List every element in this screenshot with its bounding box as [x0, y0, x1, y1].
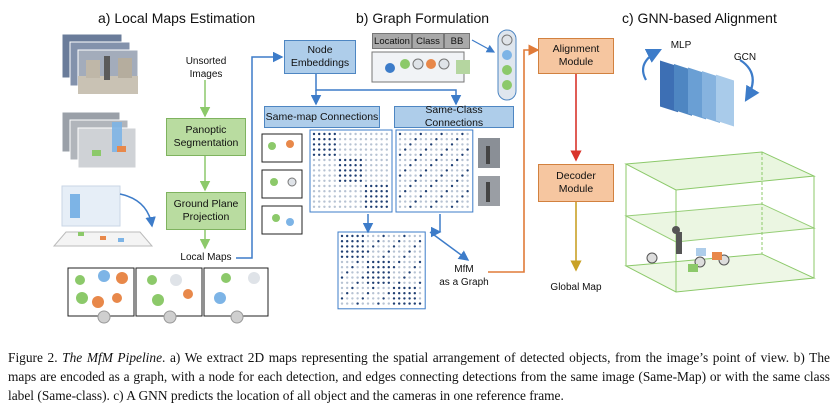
section-title-a: a) Local Maps Estimation — [98, 10, 256, 26]
global-map-3d — [624, 151, 816, 293]
caption-title: The MfM Pipeline — [62, 350, 163, 365]
tag-bb: BB — [444, 33, 470, 49]
tag-location: Location — [372, 33, 412, 49]
mfm-graph-matrix — [337, 231, 426, 310]
same-map-mini-maps — [261, 133, 303, 235]
same-class-matrix — [395, 129, 474, 213]
decoder-module-box: Decoder Module — [538, 164, 614, 202]
same-class-photos — [478, 138, 500, 206]
figure-graphics — [52, 29, 816, 324]
local-maps-label: Local Maps — [180, 252, 232, 263]
gnn-layer-stack — [642, 49, 760, 127]
figure-caption: Figure 2. The MfM Pipeline. a) We extrac… — [8, 348, 830, 405]
caption-figure-label: Figure 2. — [8, 350, 58, 365]
section-title-c: c) GNN-based Alignment — [622, 10, 777, 26]
mlp-label: MLP — [670, 40, 692, 51]
same-map-matrix — [309, 129, 393, 213]
caption-text: . a) We extract 2D maps representing the… — [8, 350, 830, 403]
gcn-label: GCN — [733, 52, 757, 63]
same-class-connections-box: Same-Class Connections — [394, 104, 514, 129]
node-embedding-icons — [371, 29, 517, 101]
local-map-2 — [135, 267, 203, 317]
ground-plane-projection-box: Ground Plane Projection — [166, 192, 246, 230]
image-stack-photos — [61, 33, 139, 95]
local-map-1 — [67, 267, 135, 317]
image-stack-segmented — [61, 111, 137, 169]
mfm-as-graph-label: MfM as a Graph — [439, 264, 489, 288]
ground-plane-projection — [52, 185, 156, 247]
panoptic-segmentation-box: Panoptic Segmentation — [166, 118, 246, 156]
section-title-b: b) Graph Formulation — [356, 10, 490, 26]
alignment-module-box: Alignment Module — [538, 38, 614, 74]
same-map-connections-box: Same-map Connections — [264, 106, 380, 128]
unsorted-images-label: Unsorted Images — [185, 56, 227, 80]
node-embeddings-box: Node Embeddings — [284, 40, 356, 74]
pipeline-figure: a) Local Maps Estimation b) Graph Formul… — [52, 10, 816, 324]
local-map-3 — [203, 267, 269, 317]
camera-icons — [97, 310, 244, 324]
global-map-label: Global Map — [550, 282, 602, 293]
tag-class: Class — [412, 33, 444, 49]
